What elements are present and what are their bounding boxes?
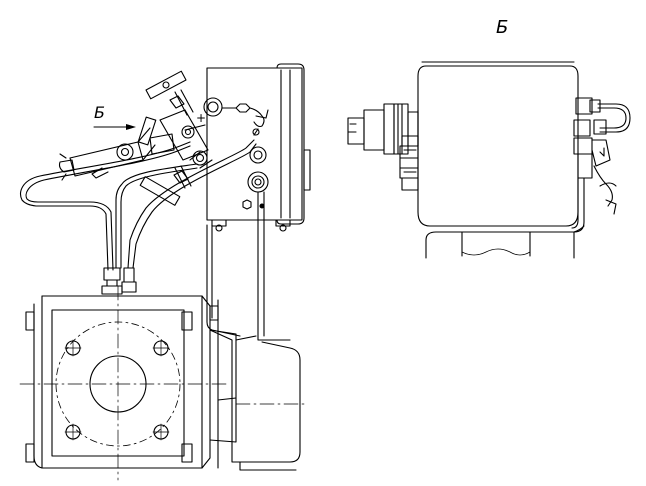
right-fitting (572, 98, 630, 232)
view-arrow-label: Б (94, 103, 105, 122)
view-b-label: Б (496, 17, 508, 38)
impulse-tubes (21, 140, 290, 340)
tube-fittings (102, 268, 136, 294)
upper-port: + (196, 98, 268, 135)
front-view: Б (20, 64, 310, 480)
housing-side (418, 62, 578, 226)
transmitter-housing (207, 64, 310, 231)
pipe-below (426, 226, 584, 258)
mounting-bracket (207, 225, 300, 470)
plus-mark: + (196, 111, 206, 125)
gland-nuts (400, 136, 418, 190)
valve-manifold (140, 71, 212, 205)
view-arrow: Б (94, 103, 136, 130)
side-view-b (348, 62, 630, 258)
flange-body (20, 286, 306, 480)
